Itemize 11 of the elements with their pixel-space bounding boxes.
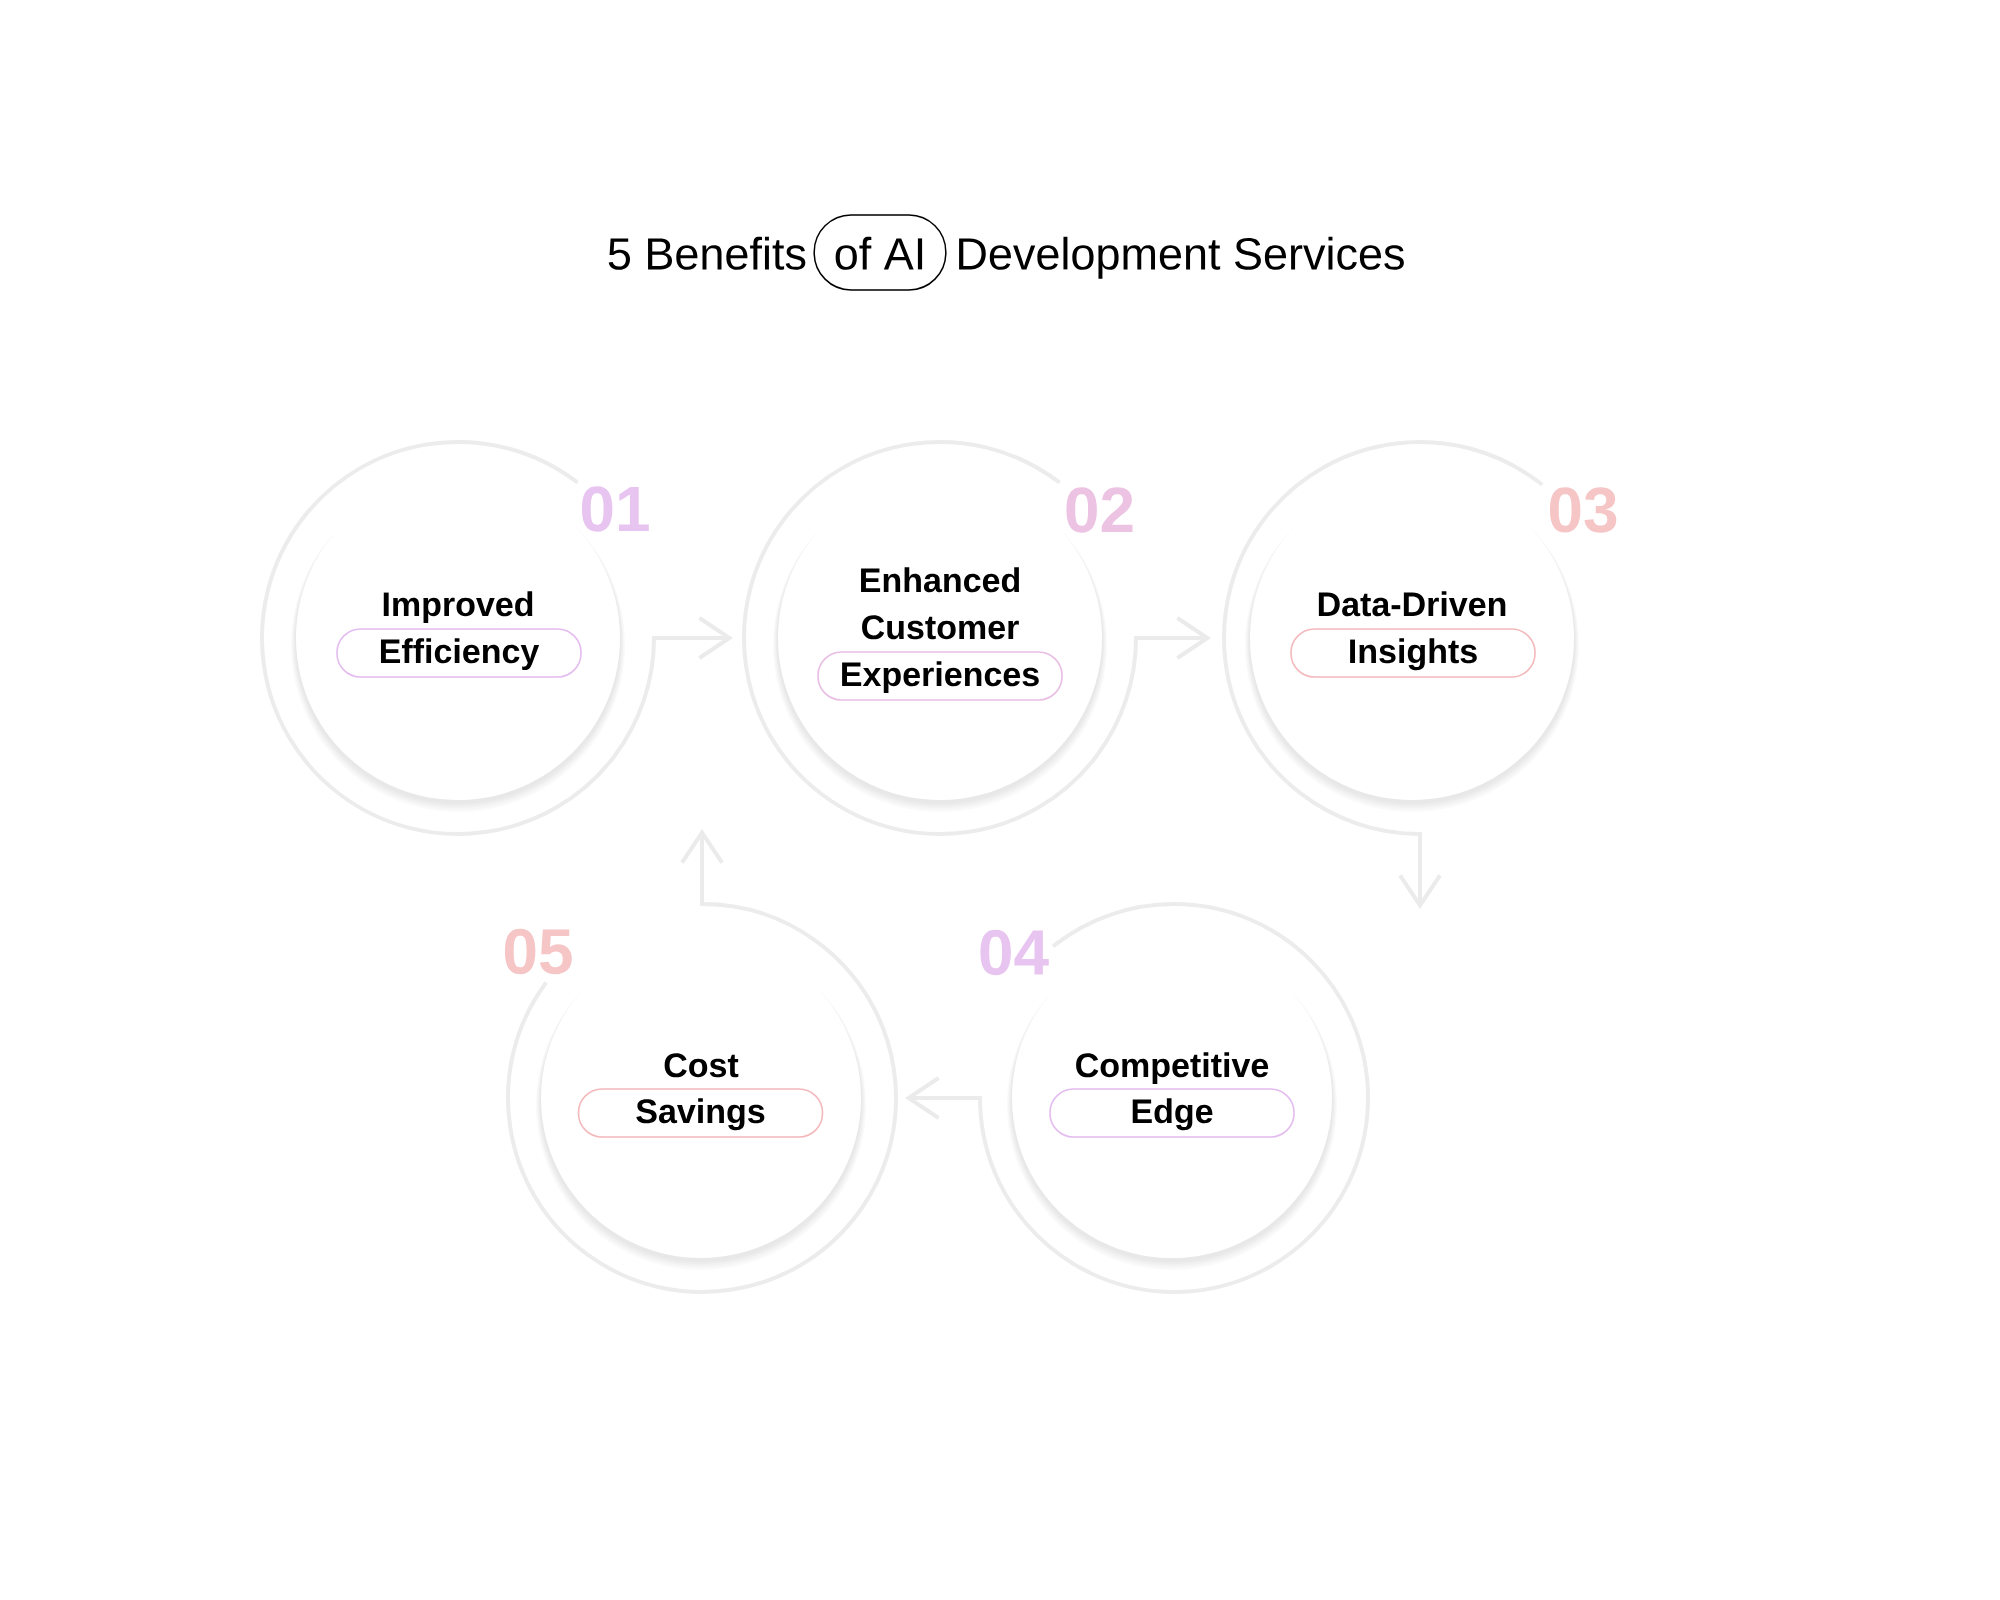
pill-label: Savings <box>577 1088 824 1138</box>
pill-label: Edge <box>1049 1088 1295 1138</box>
step-number: 05 <box>504 928 572 975</box>
step-number: 01 <box>581 486 649 532</box>
title: 5 Benefits of AI Development Services <box>608 214 1404 291</box>
step-number: 03 <box>1549 487 1617 533</box>
pill-label: Experiences <box>817 651 1063 701</box>
pill-label: Insights <box>1290 628 1536 678</box>
step-number: 04 <box>980 929 1049 976</box>
step-number: 02 <box>1066 487 1133 533</box>
pill-label: Efficiency <box>336 628 582 678</box>
